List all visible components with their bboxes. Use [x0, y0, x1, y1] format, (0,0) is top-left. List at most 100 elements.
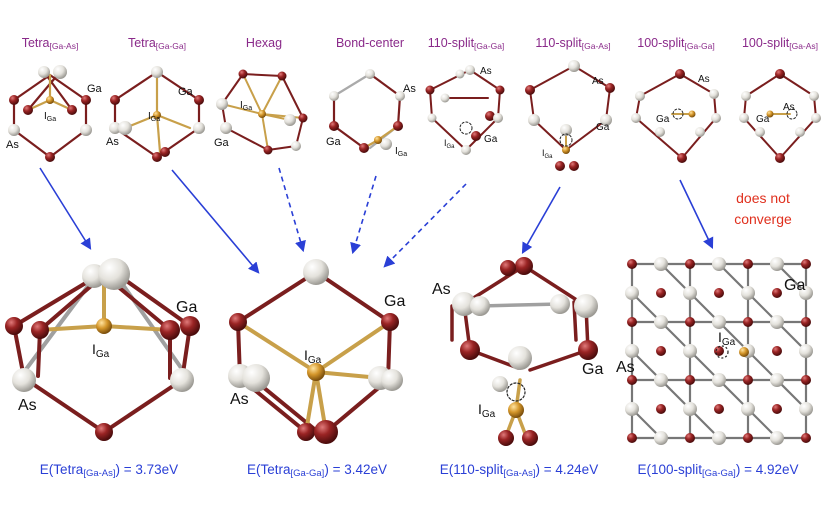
large-structure-110-split-ga-as: As Ga IGa [432, 257, 603, 446]
as-atom [741, 402, 755, 416]
lattice-network [625, 257, 813, 445]
as-atom [799, 402, 813, 416]
atom-label-i-main: I [304, 347, 308, 363]
arrows [39, 167, 714, 274]
atom-label-as: As [698, 74, 710, 85]
arrow-100-split-ga-ga [679, 179, 714, 250]
as-atom [683, 402, 697, 416]
atom-label-as: As [230, 391, 249, 408]
atom-label-ga: Ga [784, 277, 805, 294]
ga-atom [627, 433, 637, 443]
atom-label-ga: Ga [596, 122, 610, 133]
config-name: Tetra [21, 36, 50, 50]
atom-label-ga: Ga [582, 361, 603, 378]
small-structure-tetra-ga-ga: Ga As IGa [106, 66, 205, 162]
config-label-tetra-ga-as: Tetra[Ga-As] [22, 36, 79, 51]
atom-label-ga: Ga [384, 293, 405, 310]
as-atom [625, 286, 639, 300]
energy-value: ) = 4.92eV [735, 462, 799, 477]
atom-label-i: IGa [478, 401, 496, 420]
ga-atom [627, 259, 637, 269]
as-atom [770, 431, 784, 445]
config-name: 110-split [427, 36, 475, 50]
config-subscript: [Ga-As] [581, 41, 611, 51]
arrow-hexag-dashed [278, 167, 306, 253]
config-subscript: [Ga-Ga] [155, 41, 187, 51]
energy-prefix: E(100-split [637, 462, 703, 477]
atom-label-ga: Ga [214, 137, 230, 149]
atom-label-i: IGa [718, 329, 736, 348]
atom-label-i: IGa [444, 138, 455, 150]
ga-atom [743, 259, 753, 269]
ga-atom [801, 433, 811, 443]
as-atom [712, 431, 726, 445]
atom-label-i-sub: Ga [96, 349, 110, 360]
energy-subscript: [Ga-As] [503, 468, 536, 479]
atom-label-i-sub: Ga [47, 116, 56, 123]
as-atom [654, 315, 668, 329]
small-structure-hexag: Ga IGa [214, 69, 308, 155]
as-atom [683, 286, 697, 300]
config-subscript: [Ga-Ga] [474, 41, 505, 51]
energy-value: ) = 3.73eV [115, 462, 179, 477]
arrow-110-split-ga-ga-dashed [383, 183, 467, 268]
atom-label-i-sub: Ga [482, 409, 496, 420]
energy-subscript: [Ga-Ga] [290, 468, 325, 479]
ga-atom [627, 317, 637, 327]
large-structure-tetra-ga-as: Ga As IGa [5, 258, 200, 441]
energy-tetra-ga-as: E(Tetra[Ga-As]) = 3.73eV [40, 462, 178, 479]
ga-atom [743, 433, 753, 443]
ga-atom [801, 317, 811, 327]
config-name: Bond-center [335, 36, 405, 50]
small-structure-110-split-ga-ga: As Ga IGa [425, 65, 505, 155]
small-structure-100-split-ga-ga: As Ga [631, 69, 721, 163]
atom-label-as: As [480, 66, 492, 77]
atom-label-ga: Ga [326, 136, 342, 148]
config-label-hexag: Hexag [246, 36, 282, 50]
config-label-tetra-ga-ga: Tetra[Ga-Ga] [128, 36, 186, 51]
small-structure-tetra-ga-as: Ga As IGa [6, 65, 103, 162]
small-structure-110-split-ga-as: As Ga IGa [525, 60, 615, 171]
atom-label-as: As [403, 83, 416, 95]
as-atom [625, 402, 639, 416]
atom-label-i-sub: Ga [447, 144, 456, 150]
atom-label-as: As [616, 359, 635, 376]
as-atom [712, 315, 726, 329]
atom-label-ga: Ga [484, 134, 498, 145]
config-label-100-split-ga-ga: 100-split[Ga-Ga] [637, 36, 714, 51]
ga-atom [743, 375, 753, 385]
atom-label-i-sub: Ga [151, 116, 160, 123]
energy-100-split-ga-ga: E(100-split[Ga-Ga]) = 4.92eV [638, 462, 799, 479]
atom-label-ga: Ga [178, 86, 194, 98]
config-name: Hexag [245, 36, 283, 50]
config-label-110-split-ga-ga: 110-split[Ga-Ga] [428, 36, 505, 51]
energy-tetra-ga-ga: E(Tetra[Ga-Ga]) = 3.42eV [247, 462, 387, 479]
atom-label-i-main: I [718, 329, 722, 345]
atom-label-i: IGa [240, 100, 252, 112]
atom-label-i-main: I [44, 111, 47, 122]
as-atom [770, 315, 784, 329]
energy-prefix: E(Tetra [39, 462, 84, 477]
ga-atom [801, 375, 811, 385]
atom-label-i-main: I [92, 341, 96, 357]
atom-label-ga: Ga [656, 114, 670, 125]
atom-label-i-main: I [478, 401, 482, 417]
config-name: 100-split [741, 36, 790, 50]
ga-atom [685, 317, 695, 327]
large-structure-100-split-ga-ga: Ga As IGa [616, 257, 813, 445]
atom-label-as: As [592, 76, 604, 87]
small-structure-bond-center: As Ga IGa [326, 69, 416, 158]
ga-atom [743, 317, 753, 327]
atom-label-i: IGa [395, 146, 407, 158]
ga-atom [685, 433, 695, 443]
atom-label-as: As [6, 139, 19, 151]
atom-label-i-main: I [395, 146, 398, 157]
atom-label-i: IGa [304, 347, 322, 366]
as-atom [741, 286, 755, 300]
energy-110-split-ga-as: E(110-split[Ga-As]) = 4.24eV [440, 462, 598, 479]
arrow-tetra-ga-as [39, 167, 92, 250]
atom-label-as: As [432, 281, 451, 298]
energy-subscript: [Ga-As] [83, 468, 116, 479]
atom-label-ga: Ga [176, 299, 197, 316]
